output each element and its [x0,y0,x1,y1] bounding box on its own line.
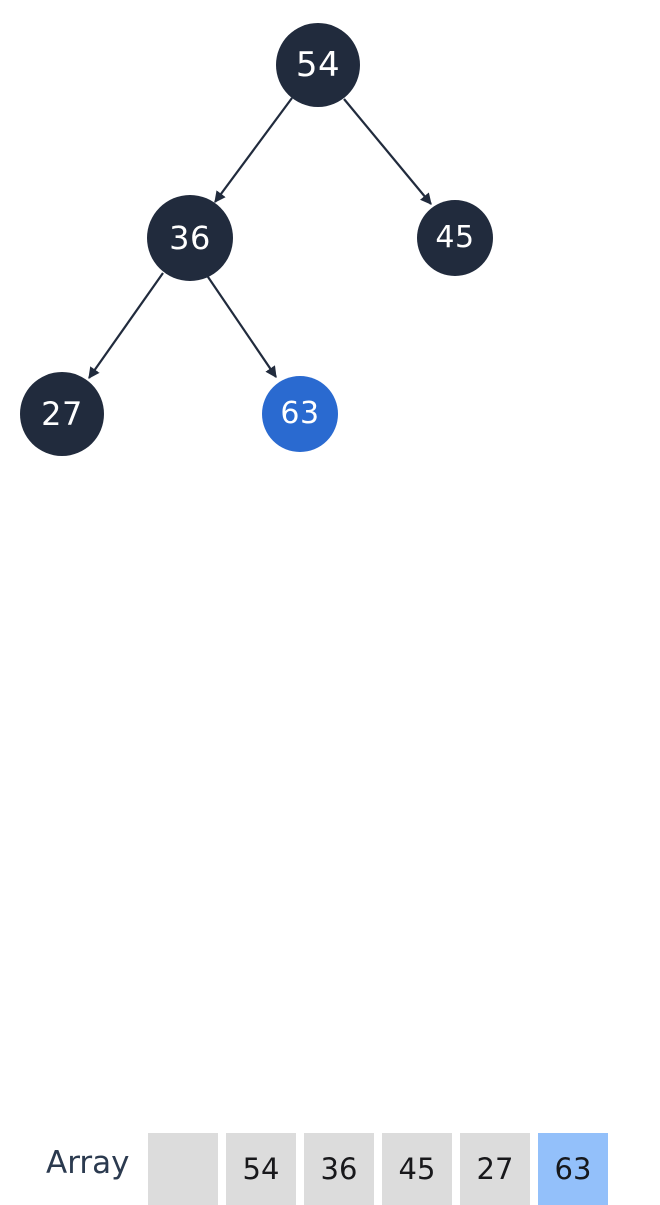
array-cell-0[interactable] [148,1133,218,1205]
array-label: Array [46,1145,130,1181]
tree-node-27[interactable]: 27 [20,372,104,456]
tree-node-label: 54 [295,45,341,85]
tree-node-36[interactable]: 36 [147,195,233,281]
tree-node-45[interactable]: 45 [417,200,493,276]
tree-edge [214,97,293,203]
tree-edge [343,98,432,205]
tree-edge-layer [88,97,432,379]
array-cell-1[interactable]: 54 [226,1133,296,1205]
tree-node-54[interactable]: 54 [276,23,360,107]
tree-edge [88,272,164,379]
tree-edges [88,97,432,379]
array-cell-3[interactable]: 45 [382,1133,452,1205]
tree-node-label: 36 [169,219,211,257]
array-cell-4[interactable]: 27 [460,1133,530,1205]
tree-node-label: 45 [435,220,475,255]
tree-canvas: 54 36 45 27 63 [0,0,660,500]
tree-node-label: 27 [41,395,83,433]
tree-node-label: 63 [280,396,320,431]
array-cell-2[interactable]: 36 [304,1133,374,1205]
tree-node-63[interactable]: 63 [262,376,338,452]
array-cell-5[interactable]: 63 [538,1133,608,1205]
tree-edge [205,273,277,378]
